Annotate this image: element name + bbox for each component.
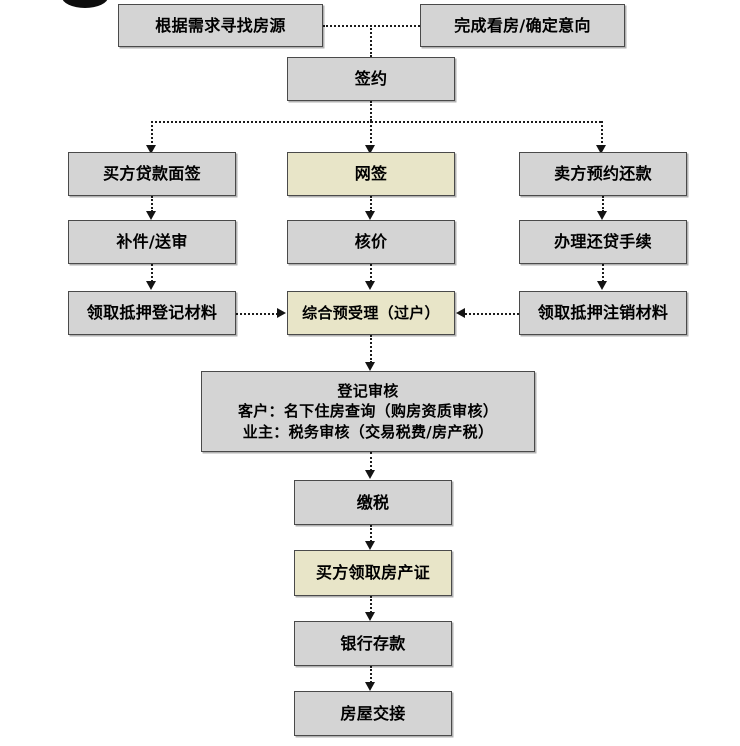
arrowhead-pay-tax-to-deed xyxy=(365,541,375,550)
node-repayment-procedure[interactable]: 办理还贷手续 xyxy=(519,220,687,264)
node-collect-mortgage-reg[interactable]: 领取抵押登记材料 xyxy=(68,291,236,335)
arrowhead-buyer-loan-to-supplement xyxy=(146,211,156,220)
connector-sign-to-center-col xyxy=(370,121,372,147)
node-bank-deposit[interactable]: 银行存款 xyxy=(294,621,452,666)
node-house-handover[interactable]: 房屋交接 xyxy=(294,691,452,736)
node-online-signing-label: 网签 xyxy=(354,164,388,184)
node-registration-review[interactable]: 登记审核 客户：名下住房查询（购房资质审核） 业主：税务审核（交易税费/房产税） xyxy=(201,371,535,452)
arrowhead-collect-reg-to-intake xyxy=(277,308,286,318)
node-find-listing[interactable]: 根据需求寻找房源 xyxy=(118,4,323,47)
node-find-listing-label: 根据需求寻找房源 xyxy=(155,15,286,35)
arrowhead-supplement-to-collect-reg xyxy=(146,281,156,290)
connector-bank-deposit-to-handover xyxy=(370,666,372,683)
arrowhead-online-to-price xyxy=(365,211,375,220)
connector-price-to-intake xyxy=(370,264,372,282)
node-pay-tax[interactable]: 缴税 xyxy=(294,480,452,525)
connector-repayment-to-collect-cancel xyxy=(602,264,604,282)
arrowhead-seller-to-repayment xyxy=(597,211,607,220)
connector-sign-to-right-col xyxy=(601,121,603,147)
node-comprehensive-intake[interactable]: 综合预受理（过户） xyxy=(287,291,455,335)
arrowhead-registration-to-pay-tax xyxy=(365,470,375,479)
arrowhead-sign-to-center-col xyxy=(365,145,375,154)
node-seller-repay-booking-label: 卖方预约还款 xyxy=(554,164,652,184)
connector-sign-to-left-col xyxy=(151,121,153,147)
arrowhead-intake-to-registration xyxy=(365,362,375,371)
arrowhead-deed-to-bank-deposit xyxy=(365,612,375,621)
connector-buyer-loan-to-supplement xyxy=(151,196,153,212)
arrowhead-collect-cancel-to-intake xyxy=(456,308,465,318)
node-supplement-review-label: 补件/送审 xyxy=(116,232,188,252)
connector-pay-tax-to-deed xyxy=(370,525,372,542)
node-collect-mortgage-cancel[interactable]: 领取抵押注销材料 xyxy=(519,291,687,335)
connector-supplement-to-collect-reg xyxy=(151,264,153,282)
connector-deed-to-bank-deposit xyxy=(370,596,372,613)
node-sign-contract[interactable]: 签约 xyxy=(287,57,455,101)
node-viewing-done[interactable]: 完成看房/确定意向 xyxy=(420,4,625,47)
clipped-ellipse-mark xyxy=(62,0,108,8)
node-viewing-done-label: 完成看房/确定意向 xyxy=(454,15,591,35)
connector-seller-to-repayment xyxy=(602,196,604,212)
node-buyer-get-deed-label: 买方领取房产证 xyxy=(315,563,431,583)
node-pay-tax-label: 缴税 xyxy=(356,492,390,512)
node-registration-review-line2: 客户：名下住房查询（购房资质审核） xyxy=(237,402,499,421)
connector-collect-reg-to-intake xyxy=(236,313,278,315)
node-buyer-get-deed[interactable]: 买方领取房产证 xyxy=(294,550,452,596)
node-online-signing[interactable]: 网签 xyxy=(287,152,455,196)
arrowhead-sign-to-right-col xyxy=(596,145,606,154)
node-price-verification[interactable]: 核价 xyxy=(287,220,455,264)
arrowhead-repayment-to-collect-cancel xyxy=(597,281,607,290)
node-comprehensive-intake-label: 综合预受理（过户） xyxy=(302,303,440,322)
arrowhead-bank-deposit-to-handover xyxy=(365,682,375,691)
node-collect-mortgage-reg-label: 领取抵押登记材料 xyxy=(86,303,218,323)
connector-sign-branch-bar xyxy=(151,121,601,123)
connector-intake-to-registration xyxy=(370,335,372,363)
connector-collect-cancel-to-intake xyxy=(465,313,519,315)
connector-viewing-to-sign xyxy=(370,25,372,57)
connector-online-to-price xyxy=(370,196,372,212)
node-house-handover-label: 房屋交接 xyxy=(340,703,406,723)
node-registration-review-line1: 登记审核 xyxy=(337,382,399,401)
arrowhead-price-to-intake xyxy=(365,281,375,290)
arrowhead-sign-to-left-col xyxy=(146,145,156,154)
node-sign-contract-label: 签约 xyxy=(354,69,388,89)
node-collect-mortgage-cancel-label: 领取抵押注销材料 xyxy=(537,303,669,323)
node-seller-repay-booking[interactable]: 卖方预约还款 xyxy=(519,152,687,196)
node-supplement-review[interactable]: 补件/送审 xyxy=(68,220,236,264)
node-buyer-loan-signing[interactable]: 买方贷款面签 xyxy=(68,152,236,196)
node-repayment-procedure-label: 办理还贷手续 xyxy=(554,232,652,252)
connector-registration-to-pay-tax xyxy=(370,452,372,471)
connector-sign-branch-stem xyxy=(370,101,372,121)
node-price-verification-label: 核价 xyxy=(354,232,388,252)
node-registration-review-line3: 业主：税务审核（交易税费/房产税） xyxy=(242,422,494,441)
node-buyer-loan-signing-label: 买方贷款面签 xyxy=(103,164,201,184)
node-bank-deposit-label: 银行存款 xyxy=(340,633,406,653)
